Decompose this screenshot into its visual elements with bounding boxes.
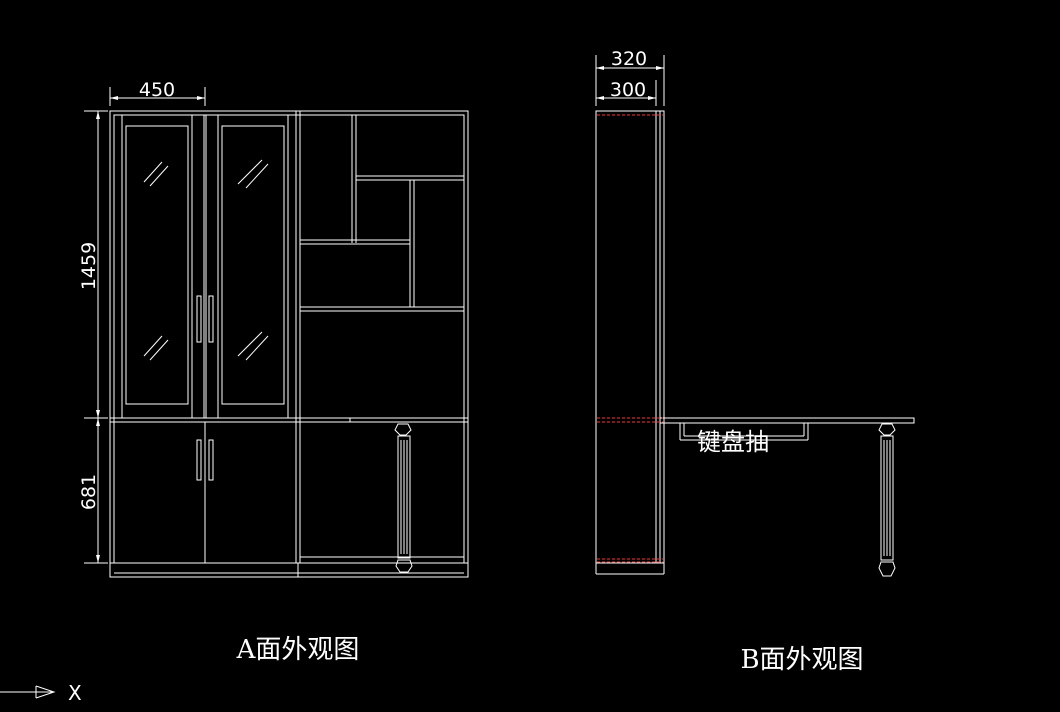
ucs-arrow-icon	[0, 685, 56, 699]
handle-lower-right	[208, 439, 214, 481]
handle-upper-left	[196, 295, 202, 343]
dim-depth-320: 320	[611, 48, 647, 70]
view-a-cabinet	[84, 87, 469, 578]
glass-door-right	[205, 114, 289, 419]
view-b-caption: B面外观图	[740, 645, 863, 675]
keyboard-tray	[679, 423, 809, 441]
dim-lines-b	[595, 55, 665, 106]
drawing-linework	[0, 55, 915, 699]
side-panel	[595, 110, 665, 564]
hidden-lines	[597, 114, 663, 563]
view-b-side	[595, 55, 915, 577]
dim-arrows	[96, 66, 664, 563]
ucs-x-label: X	[68, 681, 82, 705]
dim-depth-300: 300	[610, 79, 646, 101]
view-a-caption: A面外观图	[236, 635, 360, 665]
turned-leg-a	[394, 423, 413, 573]
glass-door-left	[121, 114, 193, 419]
dim-height-681: 681	[78, 474, 100, 510]
cabinet-outline	[109, 110, 469, 578]
handle-lower-left	[196, 439, 202, 481]
dim-lines-a	[84, 87, 206, 564]
display-shelves	[300, 115, 464, 558]
dim-height-1459: 1459	[78, 242, 100, 290]
desk-top	[659, 417, 915, 424]
handle-upper-right	[208, 295, 214, 343]
glass-door-middle-left	[191, 114, 205, 419]
keyboard-tray-label: 键盘抽	[697, 428, 769, 456]
turned-leg-b	[878, 423, 896, 577]
dim-width-450: 450	[139, 79, 175, 101]
